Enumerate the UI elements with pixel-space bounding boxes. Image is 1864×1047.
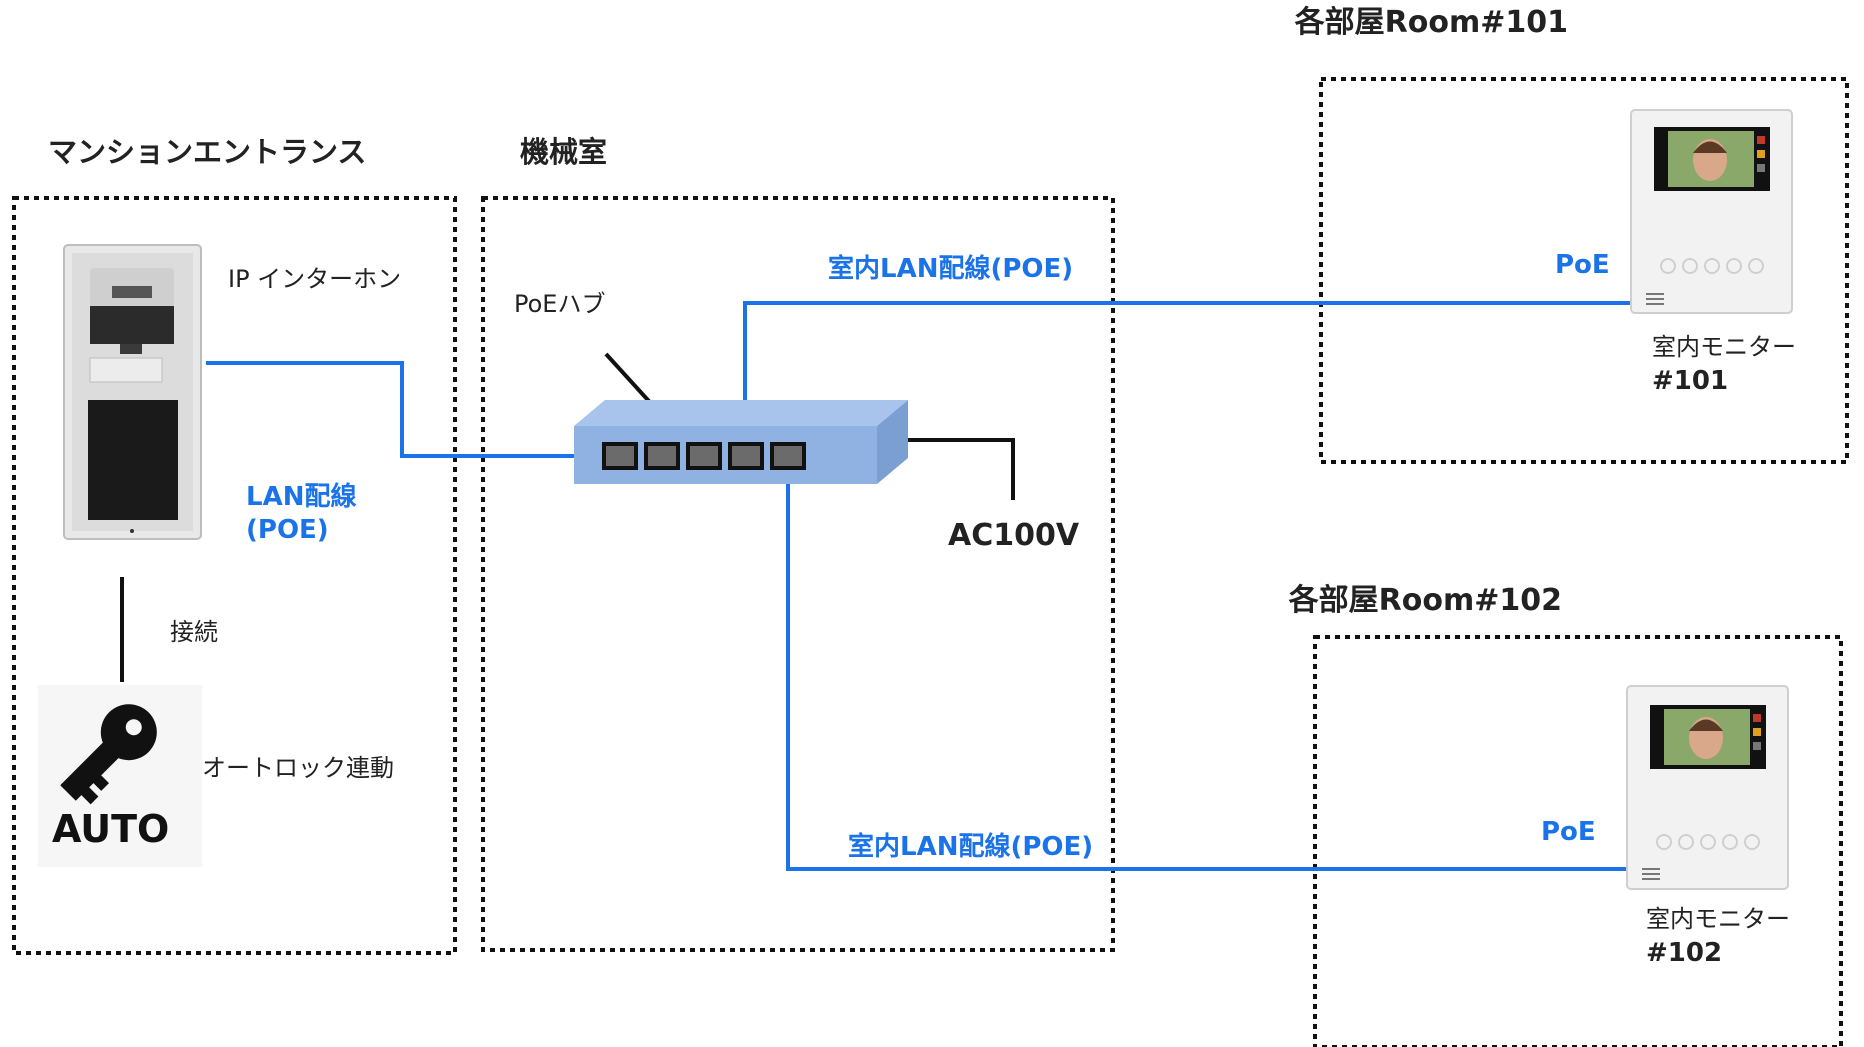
entrance-zone <box>12 196 457 955</box>
poe-label-102: PoE <box>1541 817 1596 847</box>
wire-label-bottom: 室内LAN配線(POE) <box>848 831 1093 862</box>
intercom-label: IP インターホン <box>228 265 401 293</box>
connect-label: 接続 <box>170 618 218 646</box>
lan-wire-room101 <box>743 301 1660 445</box>
room101-title: 各部屋Room#101 <box>1294 5 1568 40</box>
entrance-title: マンションエントランス <box>48 135 366 169</box>
wire-label-top: 室内LAN配線(POE) <box>828 253 1073 284</box>
room102-zone <box>1313 635 1843 1047</box>
key-icon <box>38 685 202 867</box>
poe-hub <box>574 400 908 484</box>
room101-zone <box>1319 77 1849 464</box>
auto-badge: AUTO <box>52 807 169 851</box>
ac-power-wire <box>895 438 1015 500</box>
monitor-number-101: #101 <box>1652 366 1728 396</box>
monitor-label-101: 室内モニター <box>1652 333 1796 361</box>
autolock-label: オートロック連動 <box>202 754 394 782</box>
indoor-monitor-102 <box>1626 685 1789 890</box>
machine-room-title: 機械室 <box>520 135 607 169</box>
lan-wire-room102 <box>786 470 1632 871</box>
poe-label-101: PoE <box>1555 250 1610 280</box>
monitor-label-102: 室内モニター <box>1646 905 1790 933</box>
ip-intercom-device <box>63 244 202 540</box>
hub-label: PoEハブ <box>514 290 605 318</box>
machine-room-zone <box>481 196 1115 952</box>
indoor-monitor-101 <box>1630 109 1793 314</box>
room102-title: 各部屋Room#102 <box>1288 583 1562 618</box>
lan-label-line2: (POE) <box>246 515 329 545</box>
monitor-number-102: #102 <box>1646 938 1722 968</box>
lan-label-line1: LAN配線 <box>246 481 356 512</box>
lan-wire-entrance <box>206 361 610 458</box>
ac-label: AC100V <box>948 518 1080 553</box>
